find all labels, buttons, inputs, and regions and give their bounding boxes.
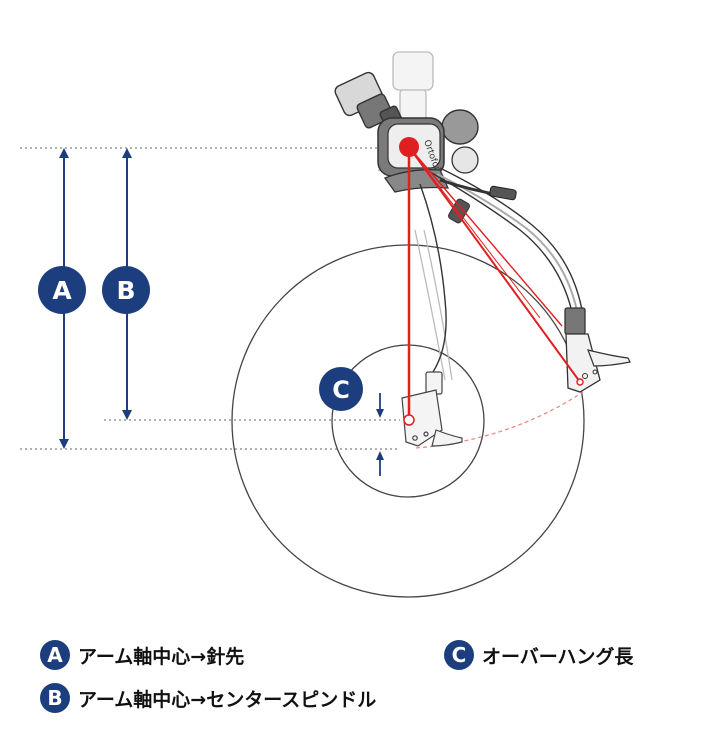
overhang-arrow-down [376, 393, 384, 418]
legend-item-a: A アーム軸中心→針先 [40, 640, 244, 670]
red-line-offset [408, 146, 563, 327]
red-line-to-stylus-playing [408, 146, 581, 383]
tonearm-tube [419, 167, 583, 373]
legend-badge-c: C [444, 640, 474, 670]
legend-item-b: B アーム軸中心→センタースピンドル [40, 683, 376, 713]
cable-plug [489, 185, 517, 201]
tube-highlight [436, 173, 578, 312]
headshell-ghost [401, 371, 463, 447]
pivot-center-dot [399, 137, 419, 157]
legend-badge-b: B [40, 683, 70, 713]
svg-text:B: B [116, 276, 135, 305]
svg-text:A: A [52, 276, 72, 305]
tonearm-ghost [377, 51, 453, 381]
spindle-marker [403, 414, 415, 426]
legend-text-b: アーム軸中心→センタースピンドル [78, 688, 377, 711]
legend-item-c: C オーバーハング長 [444, 640, 633, 670]
stylus-tip-playing [576, 378, 584, 386]
svg-text:C: C [332, 376, 350, 404]
red-line-arm-offset [408, 146, 541, 319]
headshell [564, 307, 631, 393]
legend-text-a: アーム軸中心→針先 [78, 645, 245, 668]
overhang-arrow-up [376, 451, 384, 476]
legend-text-c: オーバーハング長 [482, 645, 634, 668]
badge-a: A [38, 266, 86, 314]
badge-b: B [102, 266, 150, 314]
legend-badge-a: A [40, 640, 70, 670]
badge-c: C [319, 367, 363, 411]
